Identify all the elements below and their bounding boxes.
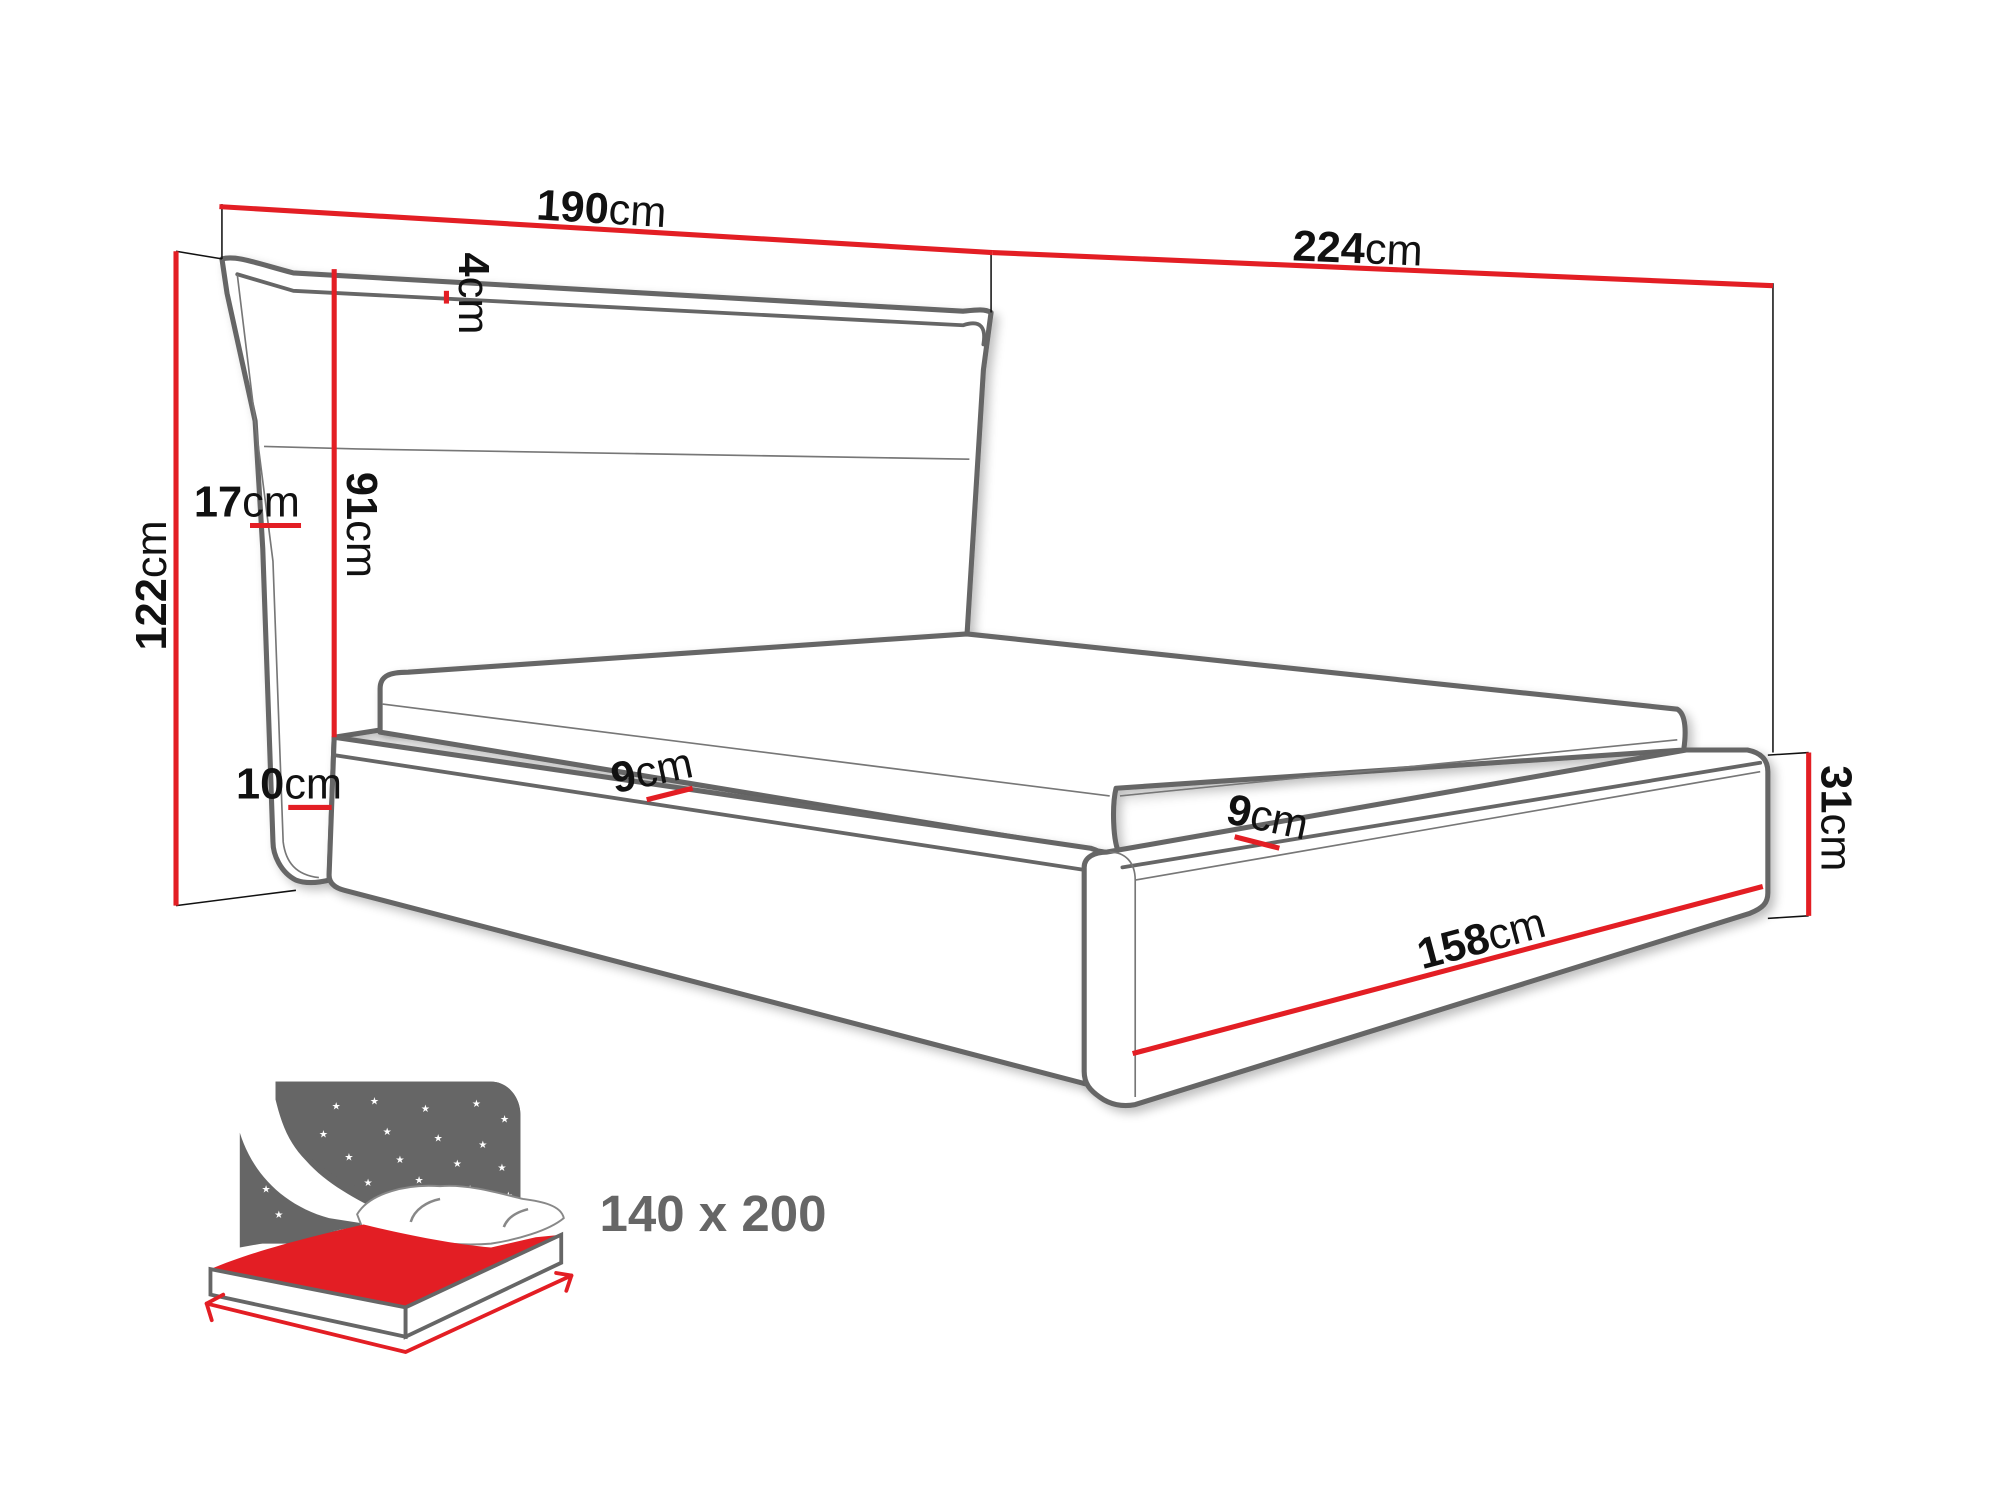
svg-text:★: ★ (364, 1178, 373, 1189)
size-arrows-icon (204, 1271, 574, 1354)
svg-text:★: ★ (383, 1127, 392, 1138)
mattress-size-label: 140 x 200 (599, 1185, 826, 1242)
label-31cm: 31cm (1811, 765, 1859, 871)
svg-text:★: ★ (306, 1178, 315, 1189)
svg-text:★: ★ (497, 1163, 506, 1174)
svg-text:★: ★ (472, 1099, 481, 1110)
extension-lines (175, 204, 1809, 920)
svg-text:★: ★ (421, 1104, 430, 1115)
dim-line-9-side (646, 785, 694, 803)
svg-text:★: ★ (453, 1159, 462, 1170)
label-17cm: 17cm (194, 479, 300, 527)
svg-text:★: ★ (319, 1130, 328, 1141)
dim-line-190 (219, 204, 993, 256)
svg-text:★: ★ (478, 1140, 487, 1151)
headboard (219, 255, 994, 886)
label-9cm-side: 9cm (607, 739, 697, 803)
svg-text:★: ★ (415, 1176, 424, 1187)
dim-line-224 (992, 250, 1774, 289)
bed-mattress-size-icon: ★★★ ★★★ ★★★ ★★★ ★★★ ★★★ ★★★ (204, 1081, 574, 1354)
svg-text:★: ★ (332, 1102, 341, 1113)
label-10cm: 10cm (236, 760, 342, 808)
bed-frame-foot (1081, 747, 1771, 1109)
label-190cm: 190cm (535, 181, 668, 237)
svg-text:★: ★ (274, 1210, 283, 1221)
svg-text:★: ★ (370, 1097, 379, 1108)
label-4cm: 4cm (449, 253, 497, 335)
dim-line-158 (1131, 884, 1764, 1057)
label-122cm: 122cm (128, 520, 176, 650)
dimension-labels: 190cm 224cm 4cm 122cm 17cm 91cm 10cm 9cm… (128, 181, 1860, 979)
svg-text:★: ★ (344, 1153, 353, 1164)
label-224cm: 224cm (1292, 222, 1424, 275)
mattress (377, 631, 1688, 858)
dimension-lines (173, 204, 1812, 1057)
dim-line-9-foot (1234, 834, 1280, 851)
svg-text:★: ★ (395, 1155, 404, 1166)
svg-text:★: ★ (434, 1134, 443, 1145)
label-91cm: 91cm (337, 472, 385, 578)
svg-text:★: ★ (500, 1114, 509, 1125)
svg-text:★: ★ (261, 1185, 270, 1196)
